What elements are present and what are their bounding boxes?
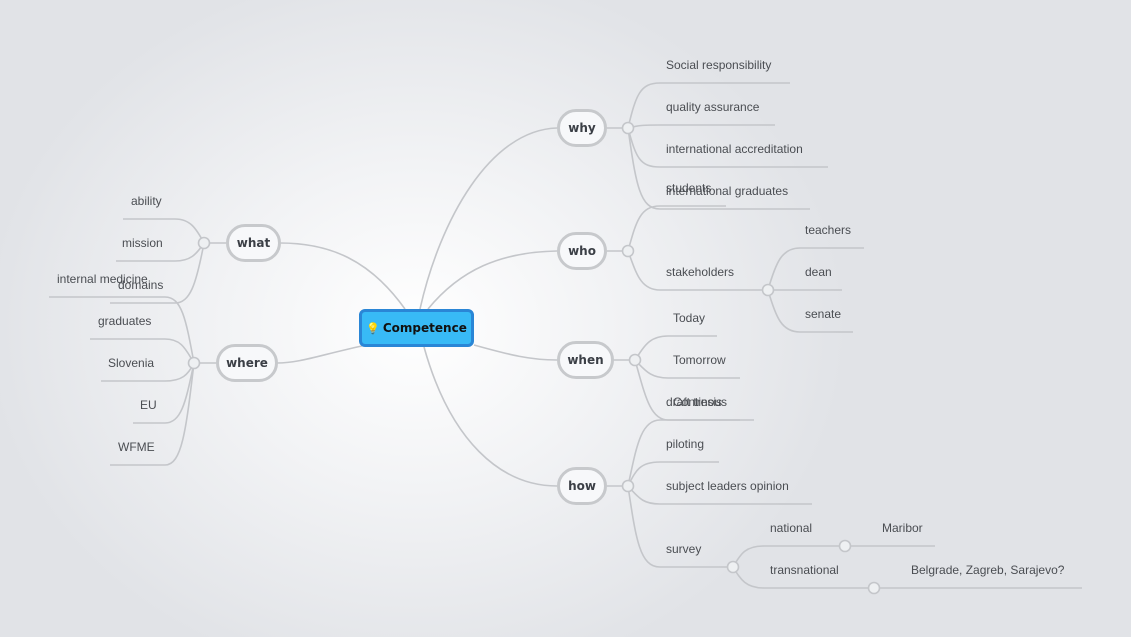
leaf-quality-assurance[interactable]: quality assurance (666, 100, 760, 114)
leaf-slovenia[interactable]: Slovenia (108, 356, 155, 370)
connector-lines (49, 82, 1082, 589)
leaf-piloting[interactable]: piloting (666, 437, 705, 451)
leaf-social-responsibility[interactable]: Social responsibility (666, 58, 772, 72)
leaf-stakeholders[interactable]: stakeholders (666, 265, 735, 279)
node-where[interactable]: where (216, 344, 278, 382)
leaf-internal-medicine[interactable]: internal medicine (57, 272, 148, 286)
leaf-national[interactable]: national (770, 521, 813, 535)
leaf-survey[interactable]: survey (666, 542, 702, 556)
node-how[interactable]: how (557, 467, 607, 505)
collapse-toggles[interactable] (187, 121, 881, 595)
node-who[interactable]: who (557, 232, 607, 270)
leaf-maribor[interactable]: Maribor (882, 521, 923, 535)
leaf-draft-tresis[interactable]: draft tresis (666, 395, 723, 409)
leaf-graduates[interactable]: graduates (98, 314, 152, 328)
leaf-ability[interactable]: ability (131, 194, 162, 208)
leaf-mission[interactable]: mission (122, 236, 163, 250)
leaf-eu[interactable]: EU (140, 398, 157, 412)
leaf-belgrade-zagreb-sarajevo[interactable]: Belgrade, Zagreb, Sarajevo? (911, 563, 1065, 577)
leaf-international-accreditation[interactable]: international accreditation (666, 142, 803, 156)
root-label: Competence (382, 321, 467, 335)
leaf-teachers[interactable]: teachers (805, 223, 852, 237)
leaf-today[interactable]: Today (673, 311, 706, 325)
node-when[interactable]: when (557, 341, 614, 379)
lightbulb-icon: 💡 (366, 321, 380, 335)
leaf-senate[interactable]: senate (805, 307, 842, 321)
leaf-subject-leaders-opinion[interactable]: subject leaders opinion (666, 479, 789, 493)
leaf-continous[interactable]: Continous (673, 395, 728, 409)
leaf-transnational[interactable]: transnational (770, 563, 839, 577)
node-what[interactable]: what (226, 224, 281, 262)
root-node-competence[interactable]: 💡 Competence (359, 309, 474, 347)
leaf-students[interactable]: students (666, 181, 712, 195)
leaf-tomorrow[interactable]: Tomorrow (673, 353, 726, 367)
leaf-dean[interactable]: dean (805, 265, 832, 279)
leaf-domains[interactable]: domains (118, 278, 164, 292)
leaf-international-graduates[interactable]: international graduates (666, 184, 789, 198)
leaf-wfme[interactable]: WFME (118, 440, 155, 454)
node-why[interactable]: why (557, 109, 607, 147)
